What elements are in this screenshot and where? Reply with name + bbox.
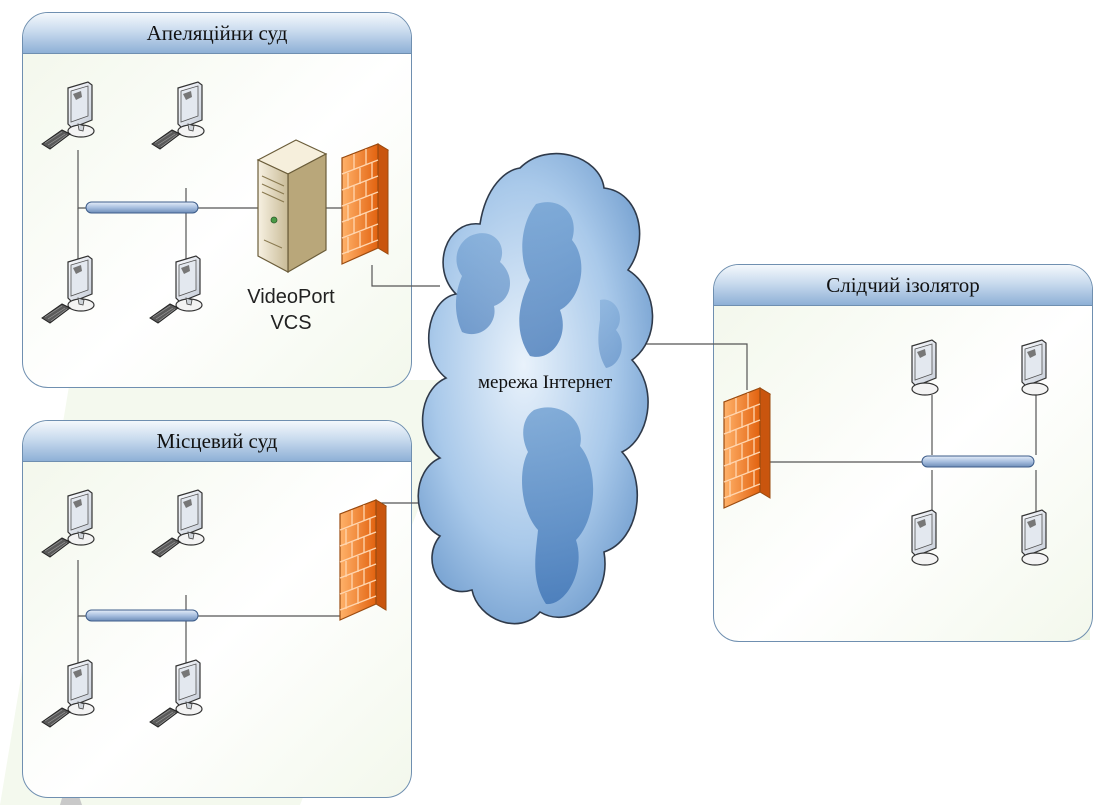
appeal-court-panel: Апеляційни суд [22, 12, 412, 388]
server-label-line2: VCS [270, 312, 312, 334]
computer-icon [1021, 509, 1049, 566]
firewall-icon [339, 499, 387, 621]
computer-icon [151, 81, 205, 150]
computer-icon [41, 659, 95, 728]
computer-icon [911, 509, 939, 566]
firewall-icon [723, 387, 771, 509]
computer-icon [911, 339, 939, 396]
server-label: VideoPort VCS [236, 284, 346, 336]
server-icon [256, 139, 328, 274]
hub-icon [85, 201, 199, 214]
computer-icon [151, 489, 205, 558]
hub-icon [85, 609, 199, 622]
cloud-icon [417, 152, 654, 625]
detention-panel: Слідчий ізолятор [713, 264, 1093, 642]
computer-icon [41, 489, 95, 558]
internet-label: мережа Інтернет [478, 372, 613, 393]
local-court-title: Місцевий суд [23, 421, 411, 462]
detention-title: Слідчий ізолятор [714, 265, 1092, 306]
computer-icon [41, 255, 95, 324]
appeal-court-title: Апеляційни суд [23, 13, 411, 54]
server-label-line1: VideoPort [247, 286, 335, 308]
computer-icon [41, 81, 95, 150]
computer-icon [149, 659, 203, 728]
computer-icon [149, 255, 203, 324]
computer-icon [1021, 339, 1049, 396]
hub-icon [921, 455, 1035, 468]
firewall-icon [341, 143, 389, 265]
